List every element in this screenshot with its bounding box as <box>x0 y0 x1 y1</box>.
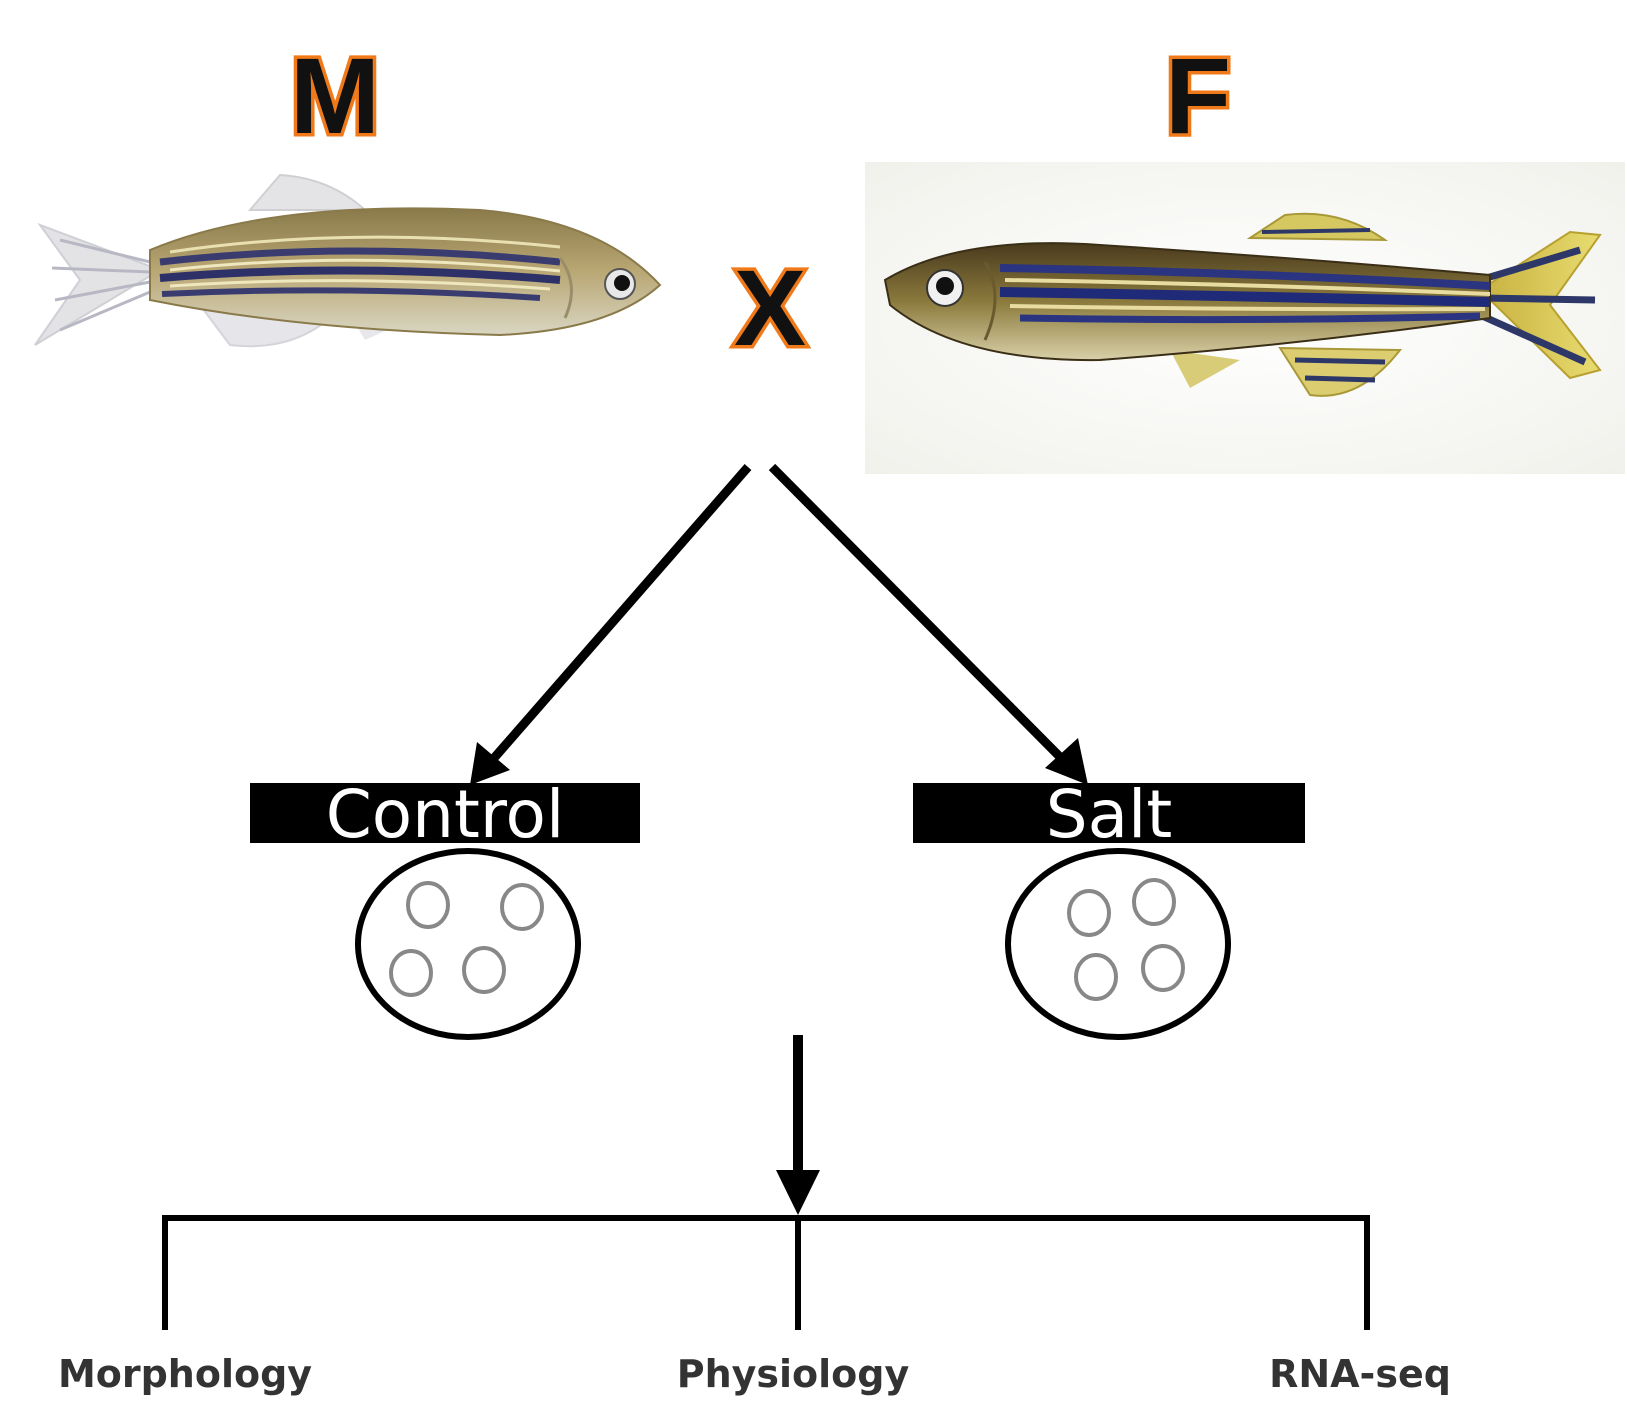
analysis-bracket <box>162 1215 1370 1330</box>
arrow-to-salt-head <box>1045 738 1088 785</box>
arrow-to-control <box>484 464 752 768</box>
zebrafish-male-icon <box>34 173 662 348</box>
morphology-label: Morphology <box>58 1352 312 1396</box>
arrow-to-control-head <box>470 742 510 785</box>
cross-symbol: X <box>734 247 806 368</box>
salt-group: Salt <box>913 776 1305 1040</box>
salt-label: Salt <box>1046 776 1173 853</box>
male-label: M <box>290 35 380 156</box>
female-label: F <box>1165 35 1231 156</box>
zebrafish-female-icon <box>865 162 1625 474</box>
rnaseq-label: RNA-seq <box>1269 1352 1451 1396</box>
control-label: Control <box>326 776 565 853</box>
physiology-label: Physiology <box>677 1352 910 1396</box>
petri-dish-icon <box>1005 848 1231 1040</box>
egg-icon <box>1067 878 1185 1001</box>
salt-label-box <box>913 783 1305 843</box>
arrow-to-salt <box>768 463 1072 769</box>
cross-arrows <box>470 463 1088 785</box>
control-group: Control <box>250 776 640 1040</box>
petri-dish-icon <box>355 848 581 1040</box>
egg-icon <box>389 881 544 997</box>
control-label-box <box>250 783 640 843</box>
down-arrow <box>776 1035 820 1215</box>
